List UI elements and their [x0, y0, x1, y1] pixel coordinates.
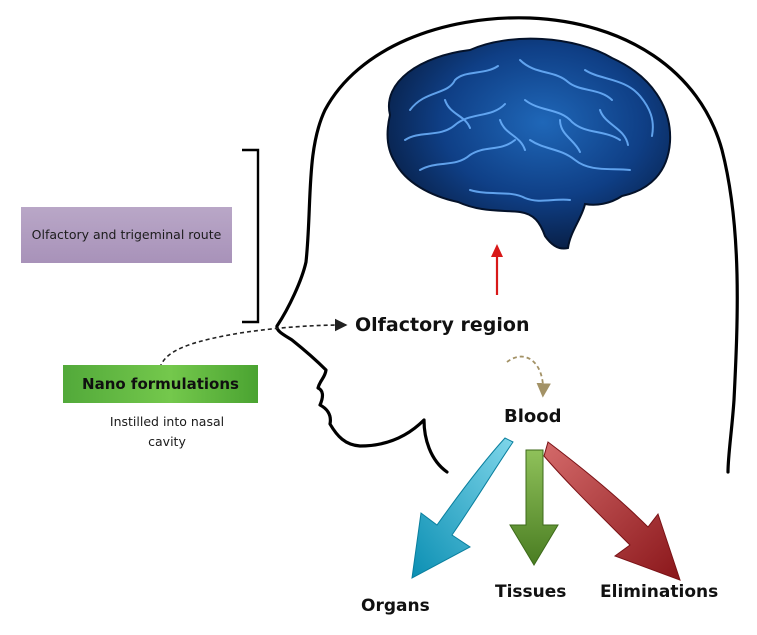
head-silhouette: [275, 16, 739, 474]
nano-label: Nano formulations: [82, 375, 239, 393]
dashed-arrow-to-blood: [506, 355, 551, 398]
route-bracket: [242, 148, 260, 324]
organs-arrow: [411, 437, 514, 579]
tissues-arrow: [509, 449, 559, 566]
route-box: Olfactory and trigeminal route: [21, 207, 232, 263]
organs-label: Organs: [361, 596, 430, 616]
brain-icon: [386, 37, 672, 250]
tissues-label: Tissues: [495, 582, 567, 602]
olfactory-region-label: Olfactory region: [355, 314, 530, 336]
nano-formulations-box: Nano formulations: [63, 365, 258, 403]
eliminations-arrow: [543, 441, 681, 581]
route-label: Olfactory and trigeminal route: [31, 227, 222, 242]
instilled-label: Instilled into nasal cavity: [109, 414, 225, 449]
eliminations-label: Eliminations: [600, 582, 719, 602]
up-arrow: [491, 244, 503, 295]
blood-label: Blood: [504, 406, 562, 427]
dashed-arrow-to-olfactory: [159, 318, 348, 369]
